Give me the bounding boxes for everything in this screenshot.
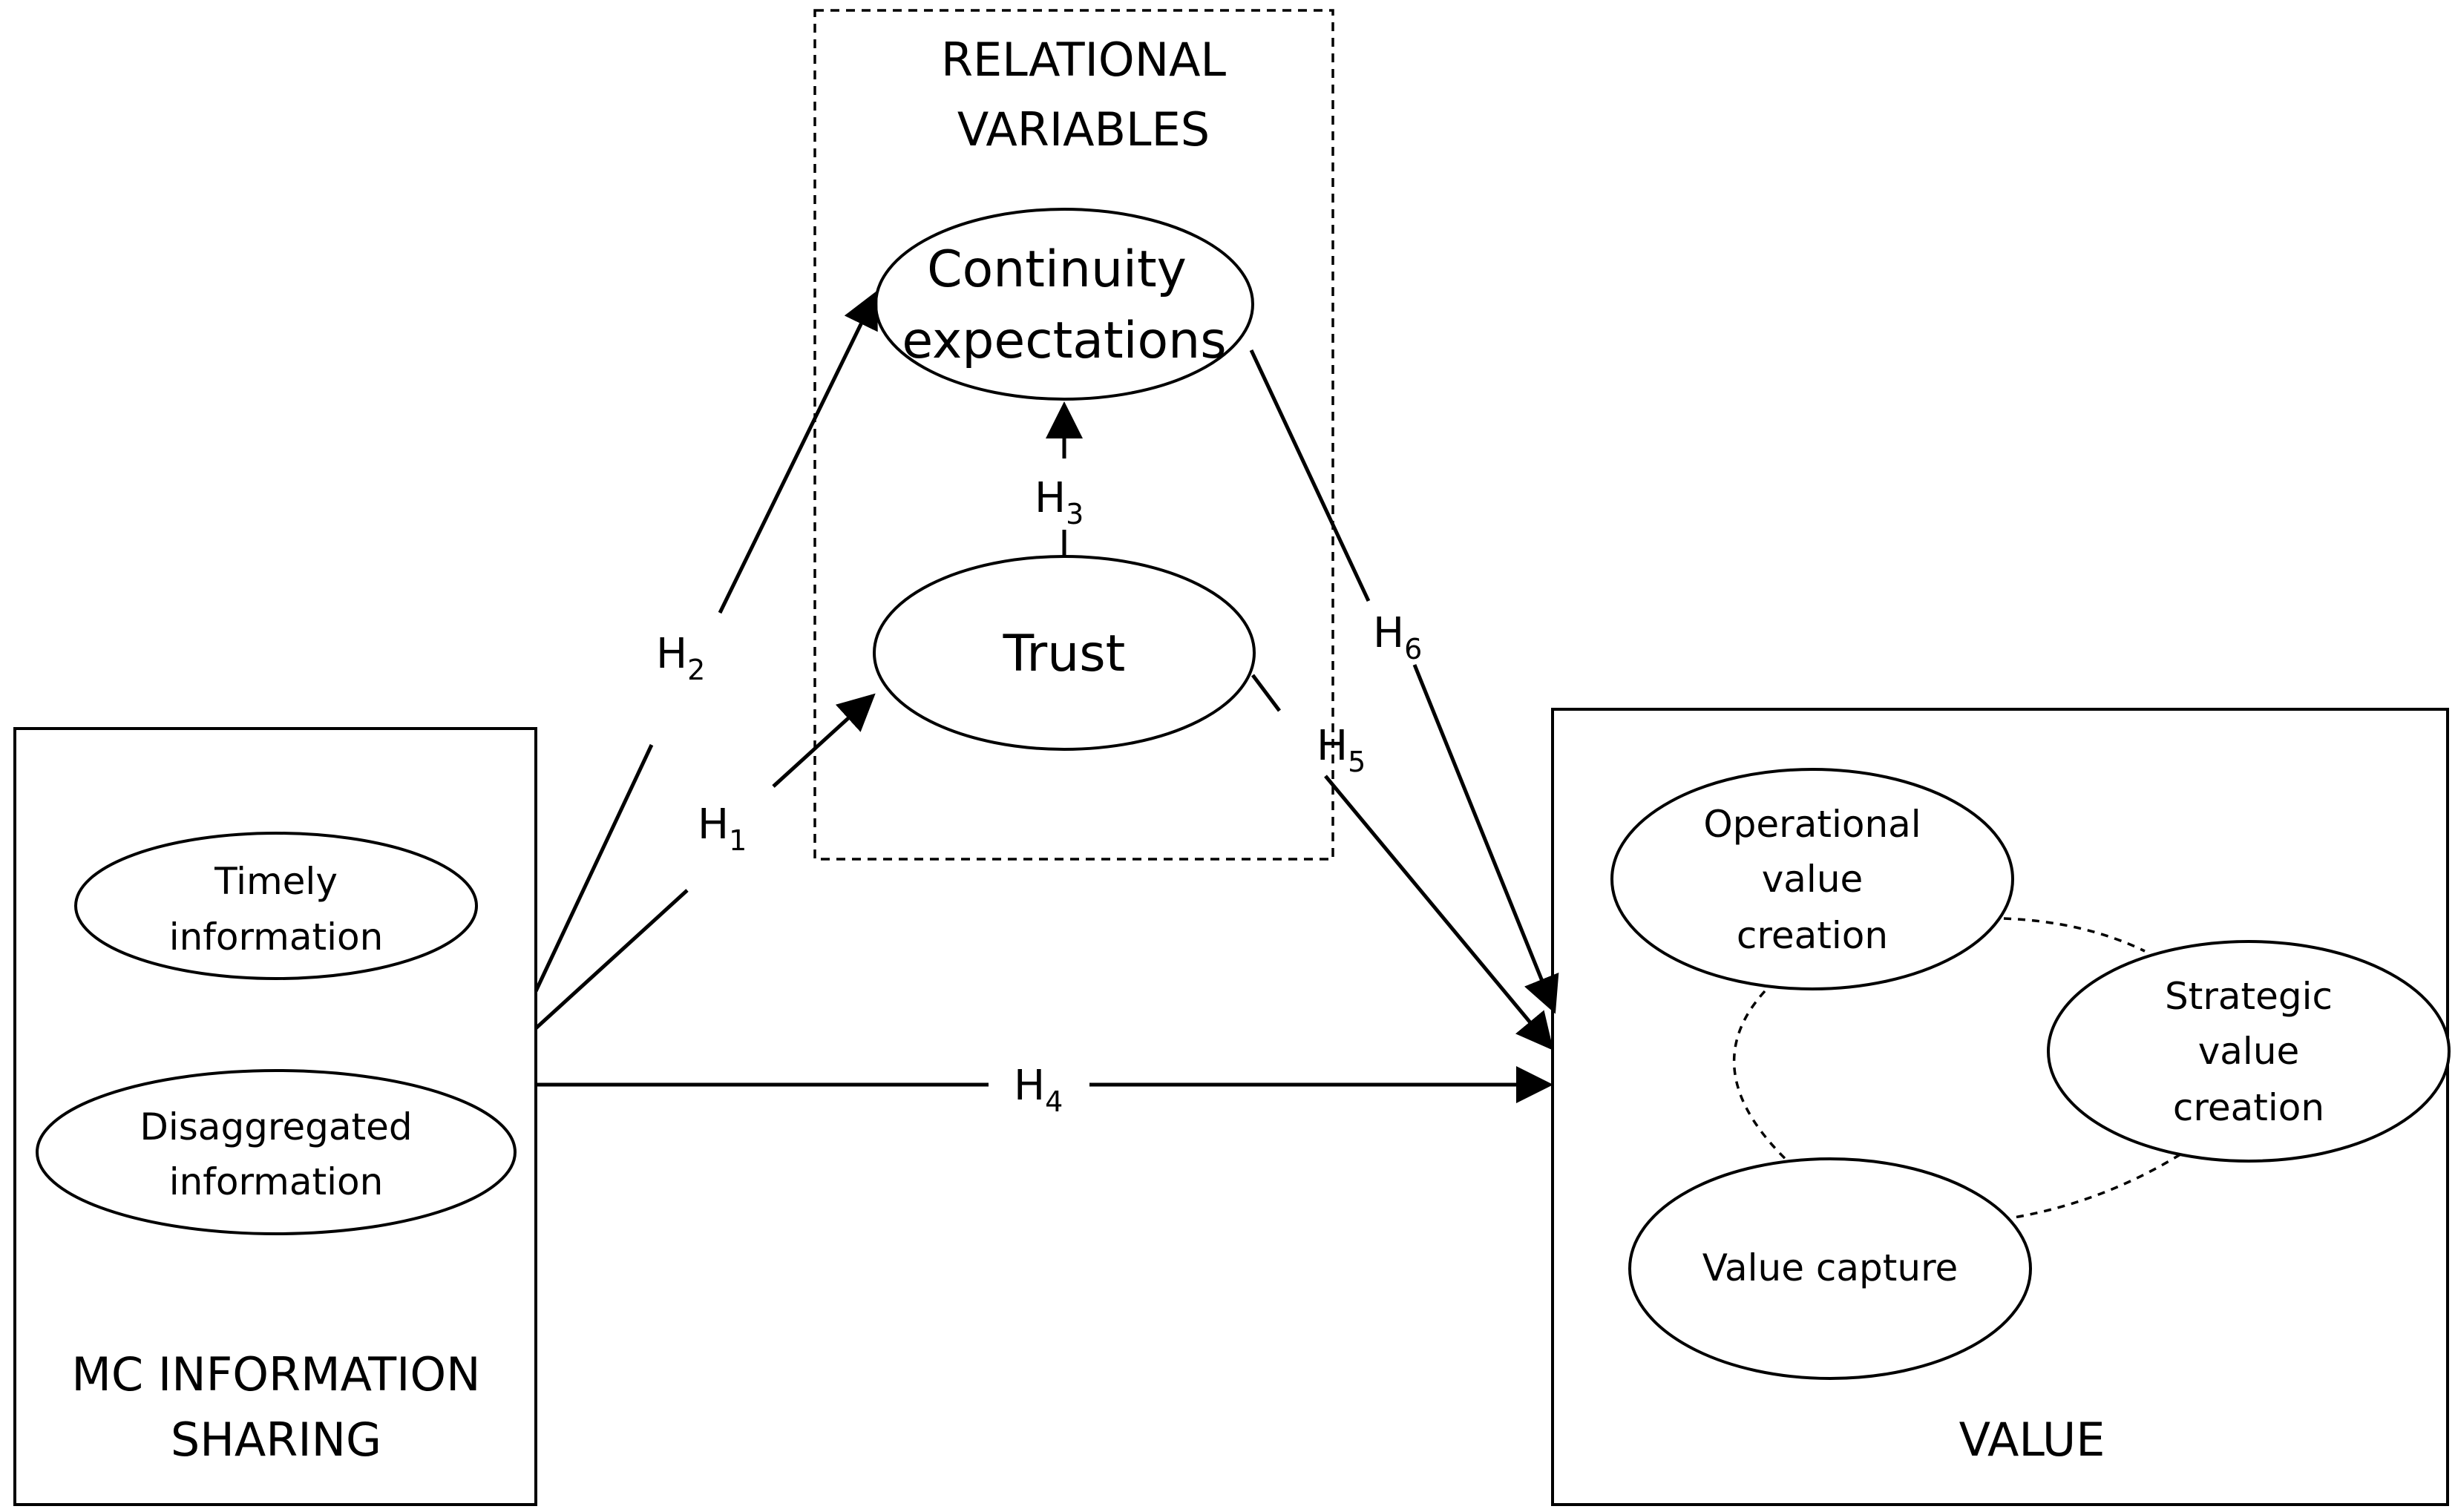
h2-path-arrow: [718, 290, 878, 614]
value-title: VALUE: [1959, 1413, 2105, 1467]
value-capture-node: [1628, 1157, 2032, 1380]
strategic-capture-relation: [2009, 1153, 2181, 1220]
h1-path-arrow: [772, 693, 876, 788]
h5-path-arrow: [1324, 775, 1554, 1051]
operational-strategic-relation: [2003, 917, 2146, 953]
operational-line3: creation: [1737, 914, 1888, 957]
disaggregated-information-node: [36, 1069, 517, 1235]
continuity-line2: expectations: [902, 312, 1226, 370]
h6-path-segment-1: [1249, 349, 1371, 602]
timely-information-node: [74, 832, 478, 980]
h1-label: H1: [698, 801, 747, 857]
h5-label: H5: [1317, 722, 1366, 778]
h2-path-segment-1: [534, 743, 654, 993]
strategic-line2: value: [2198, 1030, 2300, 1073]
relational-variables-title-line2: VARIABLES: [957, 102, 1210, 157]
relational-variables-title-line1: RELATIONAL: [941, 33, 1227, 87]
continuity-line1: Continuity: [927, 240, 1187, 299]
operational-line2: value: [1762, 858, 1864, 901]
mc-information-sharing-title-line1: MC INFORMATION: [71, 1347, 480, 1401]
timely-information-line1: Timely: [214, 860, 338, 903]
disaggregated-information-line1: Disaggregated: [140, 1105, 412, 1148]
strategic-line1: Strategic: [2165, 975, 2333, 1018]
strategic-value-creation-node: [2047, 940, 2451, 1163]
operational-line1: Operational: [1703, 803, 1921, 846]
h6-label: H6: [1373, 609, 1422, 665]
mc-information-sharing-title-line2: SHARING: [171, 1413, 381, 1467]
relational-variables-box: [813, 9, 1334, 861]
h1-path-segment-1: [534, 889, 689, 1030]
continuity-expectations-node: [874, 208, 1254, 401]
h6-path-arrow: [1412, 664, 1559, 1014]
value-capture-label: Value capture: [1702, 1246, 1959, 1289]
h5-path-segment-1: [1251, 674, 1281, 712]
timely-information-line2: information: [169, 916, 384, 959]
operational-capture-relation: [1732, 990, 1793, 1166]
operational-value-creation-node: [1610, 768, 2014, 990]
h4-label: H4: [1014, 1062, 1063, 1118]
strategic-line3: creation: [2173, 1086, 2324, 1129]
h3-label: H3: [1035, 474, 1084, 530]
disaggregated-information-line2: information: [169, 1160, 384, 1203]
h2-label: H2: [656, 630, 705, 686]
trust-label: Trust: [1003, 625, 1126, 683]
